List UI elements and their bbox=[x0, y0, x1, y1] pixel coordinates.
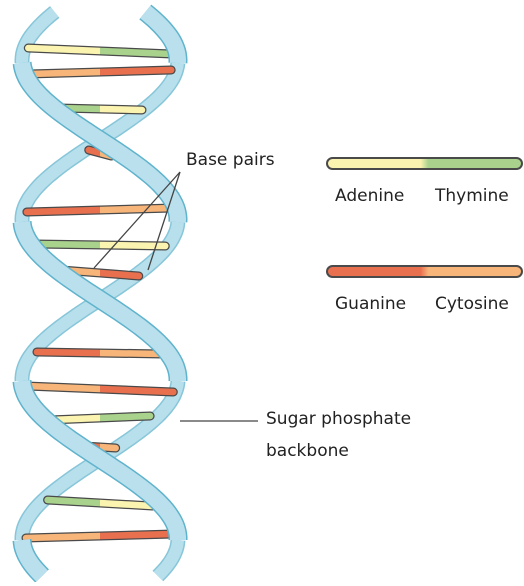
legend-bar-adenine-thymine bbox=[326, 157, 523, 170]
base-pair-6 bbox=[35, 244, 166, 246]
legend-label-thymine: Thymine bbox=[435, 186, 509, 206]
backbone-label-line2: backbone bbox=[266, 441, 349, 461]
legend-label-cytosine: Cytosine bbox=[435, 294, 509, 314]
backbone-label-line1: Sugar phosphate bbox=[266, 409, 411, 429]
base-pairs-label: Base pairs bbox=[186, 150, 275, 170]
strand-a-ribbon-4 bbox=[158, 540, 178, 576]
base-pair-11 bbox=[50, 416, 150, 420]
base-pair-9 bbox=[37, 352, 163, 354]
base-pair-14 bbox=[26, 534, 174, 538]
base-pair-5 bbox=[27, 208, 173, 212]
legend-bar-guanine-cytosine bbox=[326, 265, 523, 278]
legend-label-adenine: Adenine bbox=[335, 186, 404, 206]
strand-a-ribbon-1 bbox=[22, 63, 178, 222]
strand-a-ribbon-3 bbox=[22, 381, 178, 540]
legend-label-guanine: Guanine bbox=[335, 294, 406, 314]
base-pair-2 bbox=[29, 70, 171, 74]
